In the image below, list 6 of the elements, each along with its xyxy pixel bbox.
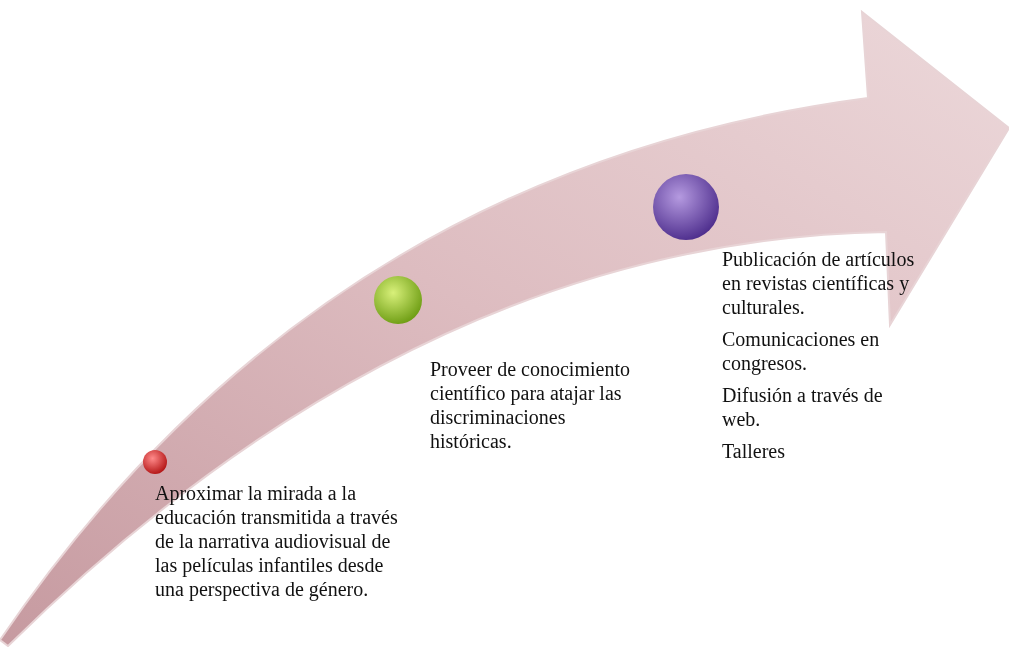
list-item: Talleres — [722, 439, 786, 463]
list-item: Comunicaciones en congresos. — [722, 327, 881, 375]
step-text: Aproximar la mirada a la educación transmitida a través de la narrativa audiovisual de las películas infantiles desde una perspectiva de género. — [155, 481, 399, 601]
list-item: Publicación de artículos en revistas científicas y culturales. — [722, 247, 916, 319]
list-item: Difusión a través de web. — [722, 383, 884, 431]
step-text: Proveer de conocimiento científico para atajar las discriminaciones históricas. — [430, 357, 630, 453]
